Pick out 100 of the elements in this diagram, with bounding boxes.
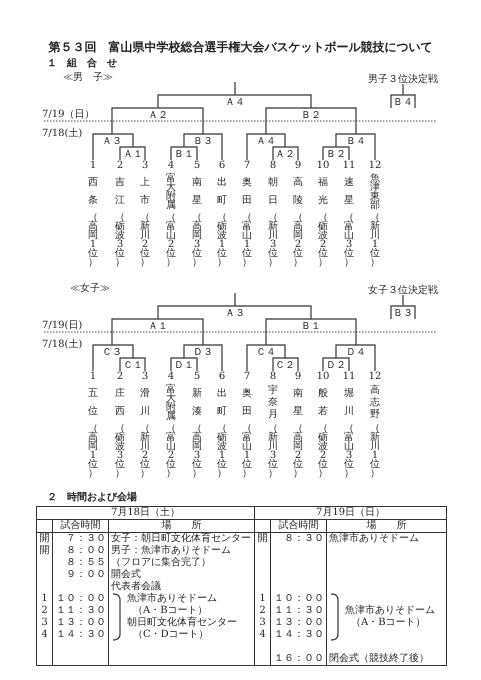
- team-number: 10: [316, 371, 330, 383]
- match-time: ８：３０: [270, 532, 327, 545]
- bracket-line: [402, 295, 404, 307]
- team-name: 上市: [140, 176, 150, 208]
- venue-text: 魚津市ありそドーム: [326, 532, 447, 545]
- bracket-line: [234, 292, 236, 306]
- match-number: 開: [254, 532, 271, 545]
- team-region: （富山2位）: [166, 213, 176, 267]
- match-label: Ｃ３: [102, 345, 122, 358]
- team-name: 出町: [217, 386, 227, 419]
- team-number: 1: [90, 371, 96, 383]
- team-number: 3: [142, 160, 148, 172]
- team-number: 11: [342, 160, 356, 172]
- venue-text: 閉会式（競技終了後）: [326, 653, 447, 666]
- group-heading: ≪女子≫: [70, 283, 110, 295]
- bracket-line: [311, 318, 357, 345]
- venue-text: 朝日町文化体育センター: [108, 617, 255, 629]
- bracket-line: [183, 133, 203, 147]
- bracket-line: [285, 146, 299, 160]
- team-region: （新川1位）: [370, 213, 380, 267]
- bracket-line: [203, 133, 223, 160]
- team-name: 富大附属: [166, 174, 176, 210]
- column-header: 場 所: [326, 520, 447, 532]
- column-header: 試合時間: [270, 520, 327, 532]
- match-label: Ｄ４: [346, 345, 366, 358]
- team-number: 8: [270, 371, 276, 383]
- bracket-line: [390, 305, 403, 319]
- bracket-title: 女子３位決定戦: [368, 283, 438, 296]
- column-header: 試合時間: [52, 520, 108, 532]
- team-region: （高岡1位）: [88, 213, 98, 267]
- team-number: 8: [270, 160, 276, 172]
- match-label: Ｂ２: [301, 108, 321, 121]
- team-region: （新川3位）: [268, 424, 278, 478]
- bracket-line: [158, 318, 204, 345]
- match-label: Ｃ４: [256, 345, 276, 358]
- team-name: 奥田: [242, 387, 252, 419]
- bracket-line: [285, 357, 299, 371]
- bracket-line: [390, 94, 403, 108]
- match-label: Ｃ１: [123, 358, 143, 371]
- match-label: Ｂ４: [393, 95, 413, 108]
- date-label: 7/19(日): [42, 320, 82, 332]
- venue-text: 男子：魚津市ありそドーム: [108, 545, 255, 557]
- match-label: Ｄ１: [174, 358, 194, 371]
- bracket-line: [311, 107, 357, 134]
- team-name: 堀川: [344, 387, 354, 419]
- match-label: Ｂ２: [326, 147, 346, 160]
- team-name: 宇奈月: [268, 385, 278, 421]
- date-label: 7/18(土): [42, 339, 82, 351]
- match-time: １０：００: [270, 593, 327, 605]
- venue-text: （フロアに集合完了）: [108, 557, 255, 569]
- bracket-line: [265, 107, 311, 134]
- bracket-line: [356, 133, 376, 160]
- match-label: Ａ１: [123, 147, 143, 160]
- match-time: １３：００: [52, 617, 108, 629]
- team-number: 5: [194, 371, 200, 383]
- match-label: Ｄ３: [193, 345, 213, 358]
- match-label: Ｂ３: [393, 306, 413, 319]
- team-region: （富山3位）: [344, 213, 354, 267]
- match-time: １３：００: [270, 617, 327, 629]
- team-region: （砺波1位）: [217, 213, 227, 267]
- bracket-line: [322, 146, 336, 160]
- match-time: ７：３０: [52, 532, 108, 545]
- team-number: 4: [168, 371, 174, 383]
- team-number: 9: [294, 371, 302, 383]
- team-region: （新川2位）: [140, 213, 150, 267]
- team-name: 般若: [318, 387, 328, 419]
- match-label: Ａ４: [256, 134, 276, 147]
- match-number: 1: [254, 593, 271, 605]
- bracket-line: [170, 146, 184, 160]
- team-name: 奥田: [242, 176, 252, 208]
- bracket-line: [322, 357, 336, 371]
- bracket-line: [111, 318, 158, 345]
- venue-text: 代表者会議: [108, 581, 255, 593]
- match-number: 開: [36, 545, 52, 557]
- bracket-line: [184, 357, 198, 371]
- team-name: 五位: [88, 387, 98, 419]
- venue-text: （A・Bコート）: [108, 605, 255, 617]
- team-name: 西条: [88, 176, 98, 208]
- match-time: ９：００: [52, 569, 108, 581]
- team-name: 魚津東部: [370, 174, 380, 210]
- venue-text: （A・Bコート）: [326, 617, 447, 629]
- date-header: 7月19日（日）: [254, 506, 447, 520]
- bracket-line: [246, 344, 266, 371]
- match-label: Ａ４: [225, 95, 245, 108]
- team-name: 南星: [192, 176, 202, 208]
- bracket-line: [133, 146, 146, 160]
- team-name: 南星: [293, 386, 303, 419]
- team-name: 富大附属: [166, 385, 176, 421]
- match-number: 1: [36, 593, 52, 605]
- bracket-line: [265, 318, 311, 345]
- bracket-line: [266, 344, 286, 358]
- match-label: Ａ３: [225, 306, 245, 319]
- team-name: 福光: [318, 176, 328, 208]
- team-number: 2: [116, 371, 124, 383]
- match-label: Ｂ４: [346, 134, 366, 147]
- match-time: １０：００: [52, 593, 108, 605]
- bracket-line: [92, 133, 112, 160]
- bracket-line: [335, 133, 356, 147]
- team-name: 高志野: [370, 385, 380, 421]
- team-region: （砺波3位）: [115, 424, 125, 478]
